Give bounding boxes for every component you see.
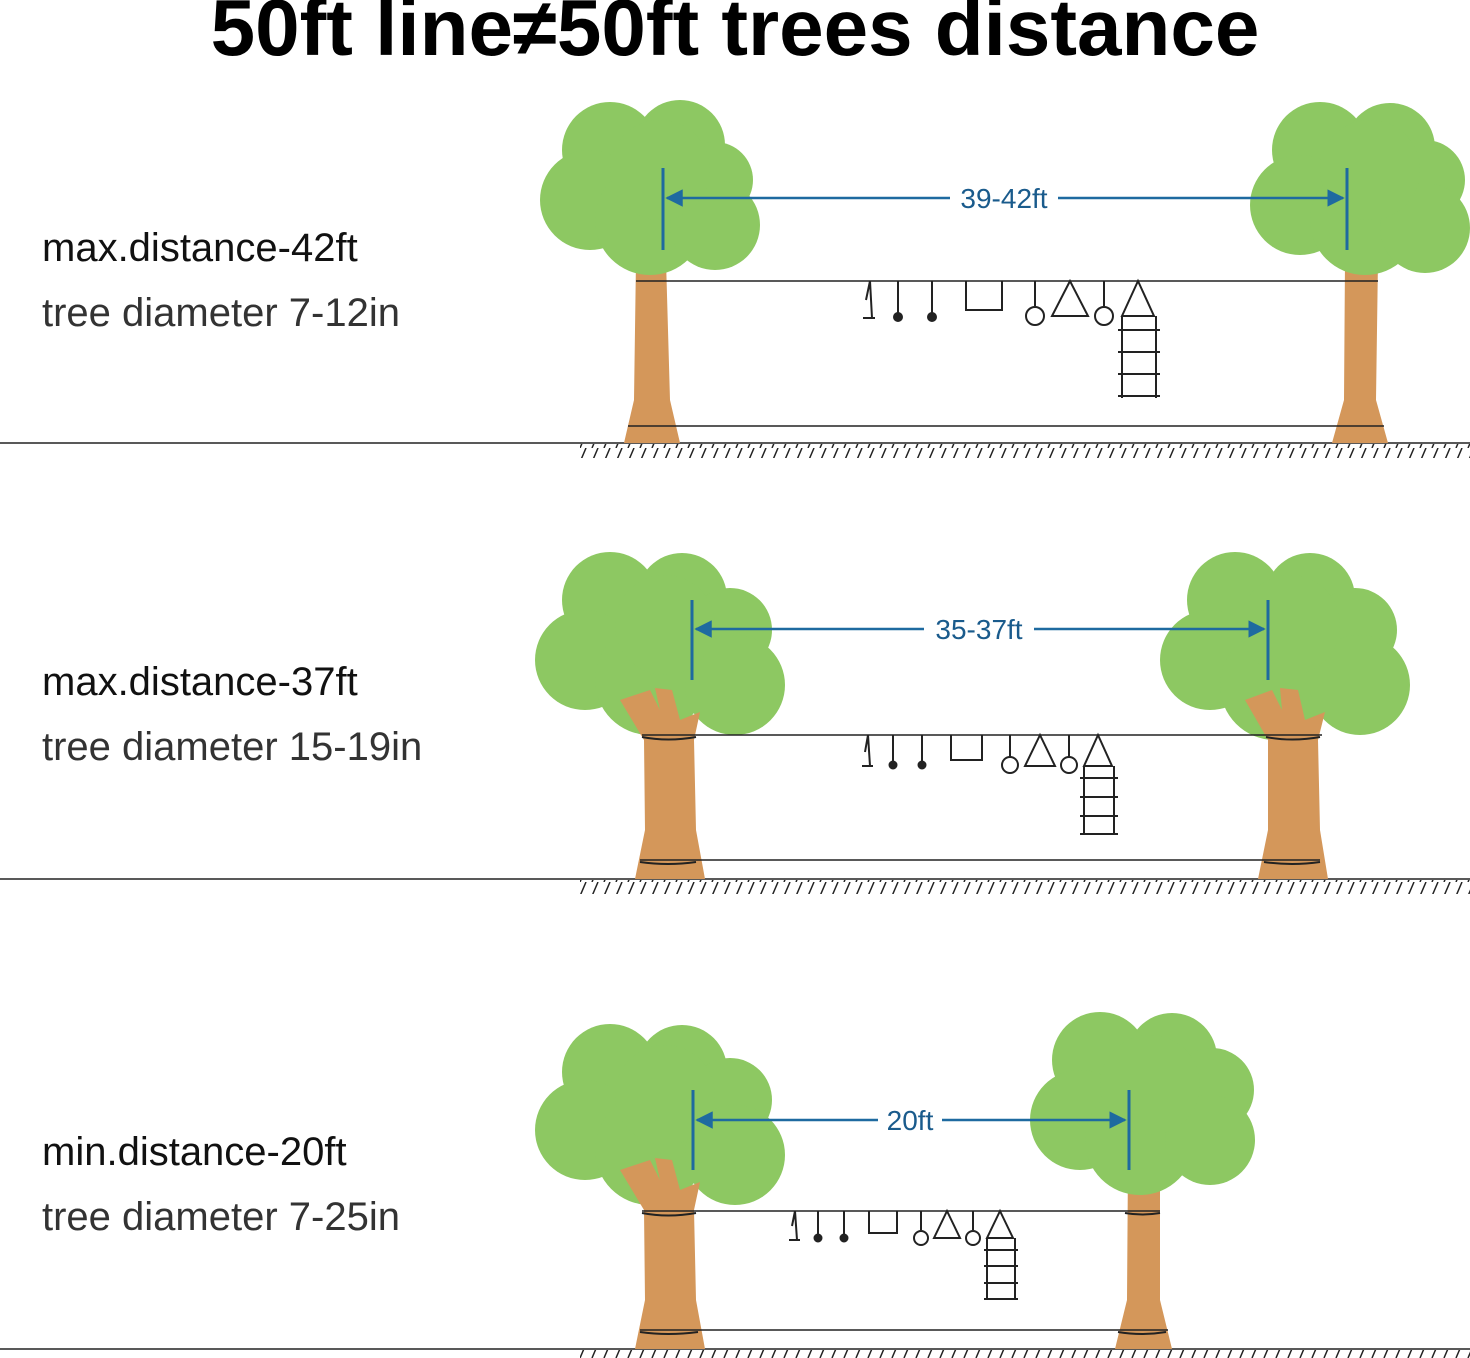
span-label: 39-42ft xyxy=(960,183,1047,214)
tree-trunk xyxy=(620,688,705,879)
ground-hatch xyxy=(580,1350,1470,1358)
tree-wrap xyxy=(639,1212,1167,1335)
panel-3-diagram: 20ft xyxy=(0,1012,1470,1358)
obstacles xyxy=(863,278,1160,398)
distance-label: max.distance-37ft xyxy=(42,660,358,704)
distance-label: max.distance-42ft xyxy=(42,226,358,270)
tree-trunk xyxy=(1332,260,1388,443)
obstacles xyxy=(789,1208,1018,1300)
tree-right xyxy=(1030,1012,1255,1349)
distance-label: min.distance-20ft xyxy=(42,1130,347,1174)
page-title: 50ft line≠50ft trees distance xyxy=(210,0,1260,72)
span-label: 20ft xyxy=(887,1105,934,1136)
diameter-label: tree diameter 7-25in xyxy=(42,1195,400,1239)
tree-foliage xyxy=(1250,102,1470,275)
diameter-label: tree diameter 15-19in xyxy=(42,725,423,769)
tree-left xyxy=(535,1024,785,1349)
diameter-label: tree diameter 7-12in xyxy=(42,291,400,335)
tree-right xyxy=(1160,552,1410,879)
tree-foliage xyxy=(1160,552,1410,740)
tree-wrap xyxy=(639,736,1321,865)
tree-left xyxy=(540,100,760,443)
ground-hatch xyxy=(580,880,1470,894)
tree-right xyxy=(1250,102,1470,443)
tree-trunk xyxy=(1115,1160,1172,1349)
panel-1-diagram: 39-42ft xyxy=(0,100,1470,458)
obstacles xyxy=(862,732,1118,835)
tree-left xyxy=(535,552,785,879)
tree-trunk xyxy=(620,1158,705,1349)
tree-trunk xyxy=(1245,688,1328,879)
panel-2-diagram: 35-37ft xyxy=(0,552,1470,894)
span-label: 35-37ft xyxy=(935,614,1022,645)
tree-foliage xyxy=(540,100,760,275)
tree-foliage xyxy=(1030,1012,1255,1195)
ground-hatch xyxy=(580,444,1470,458)
tree-trunk xyxy=(624,260,680,443)
